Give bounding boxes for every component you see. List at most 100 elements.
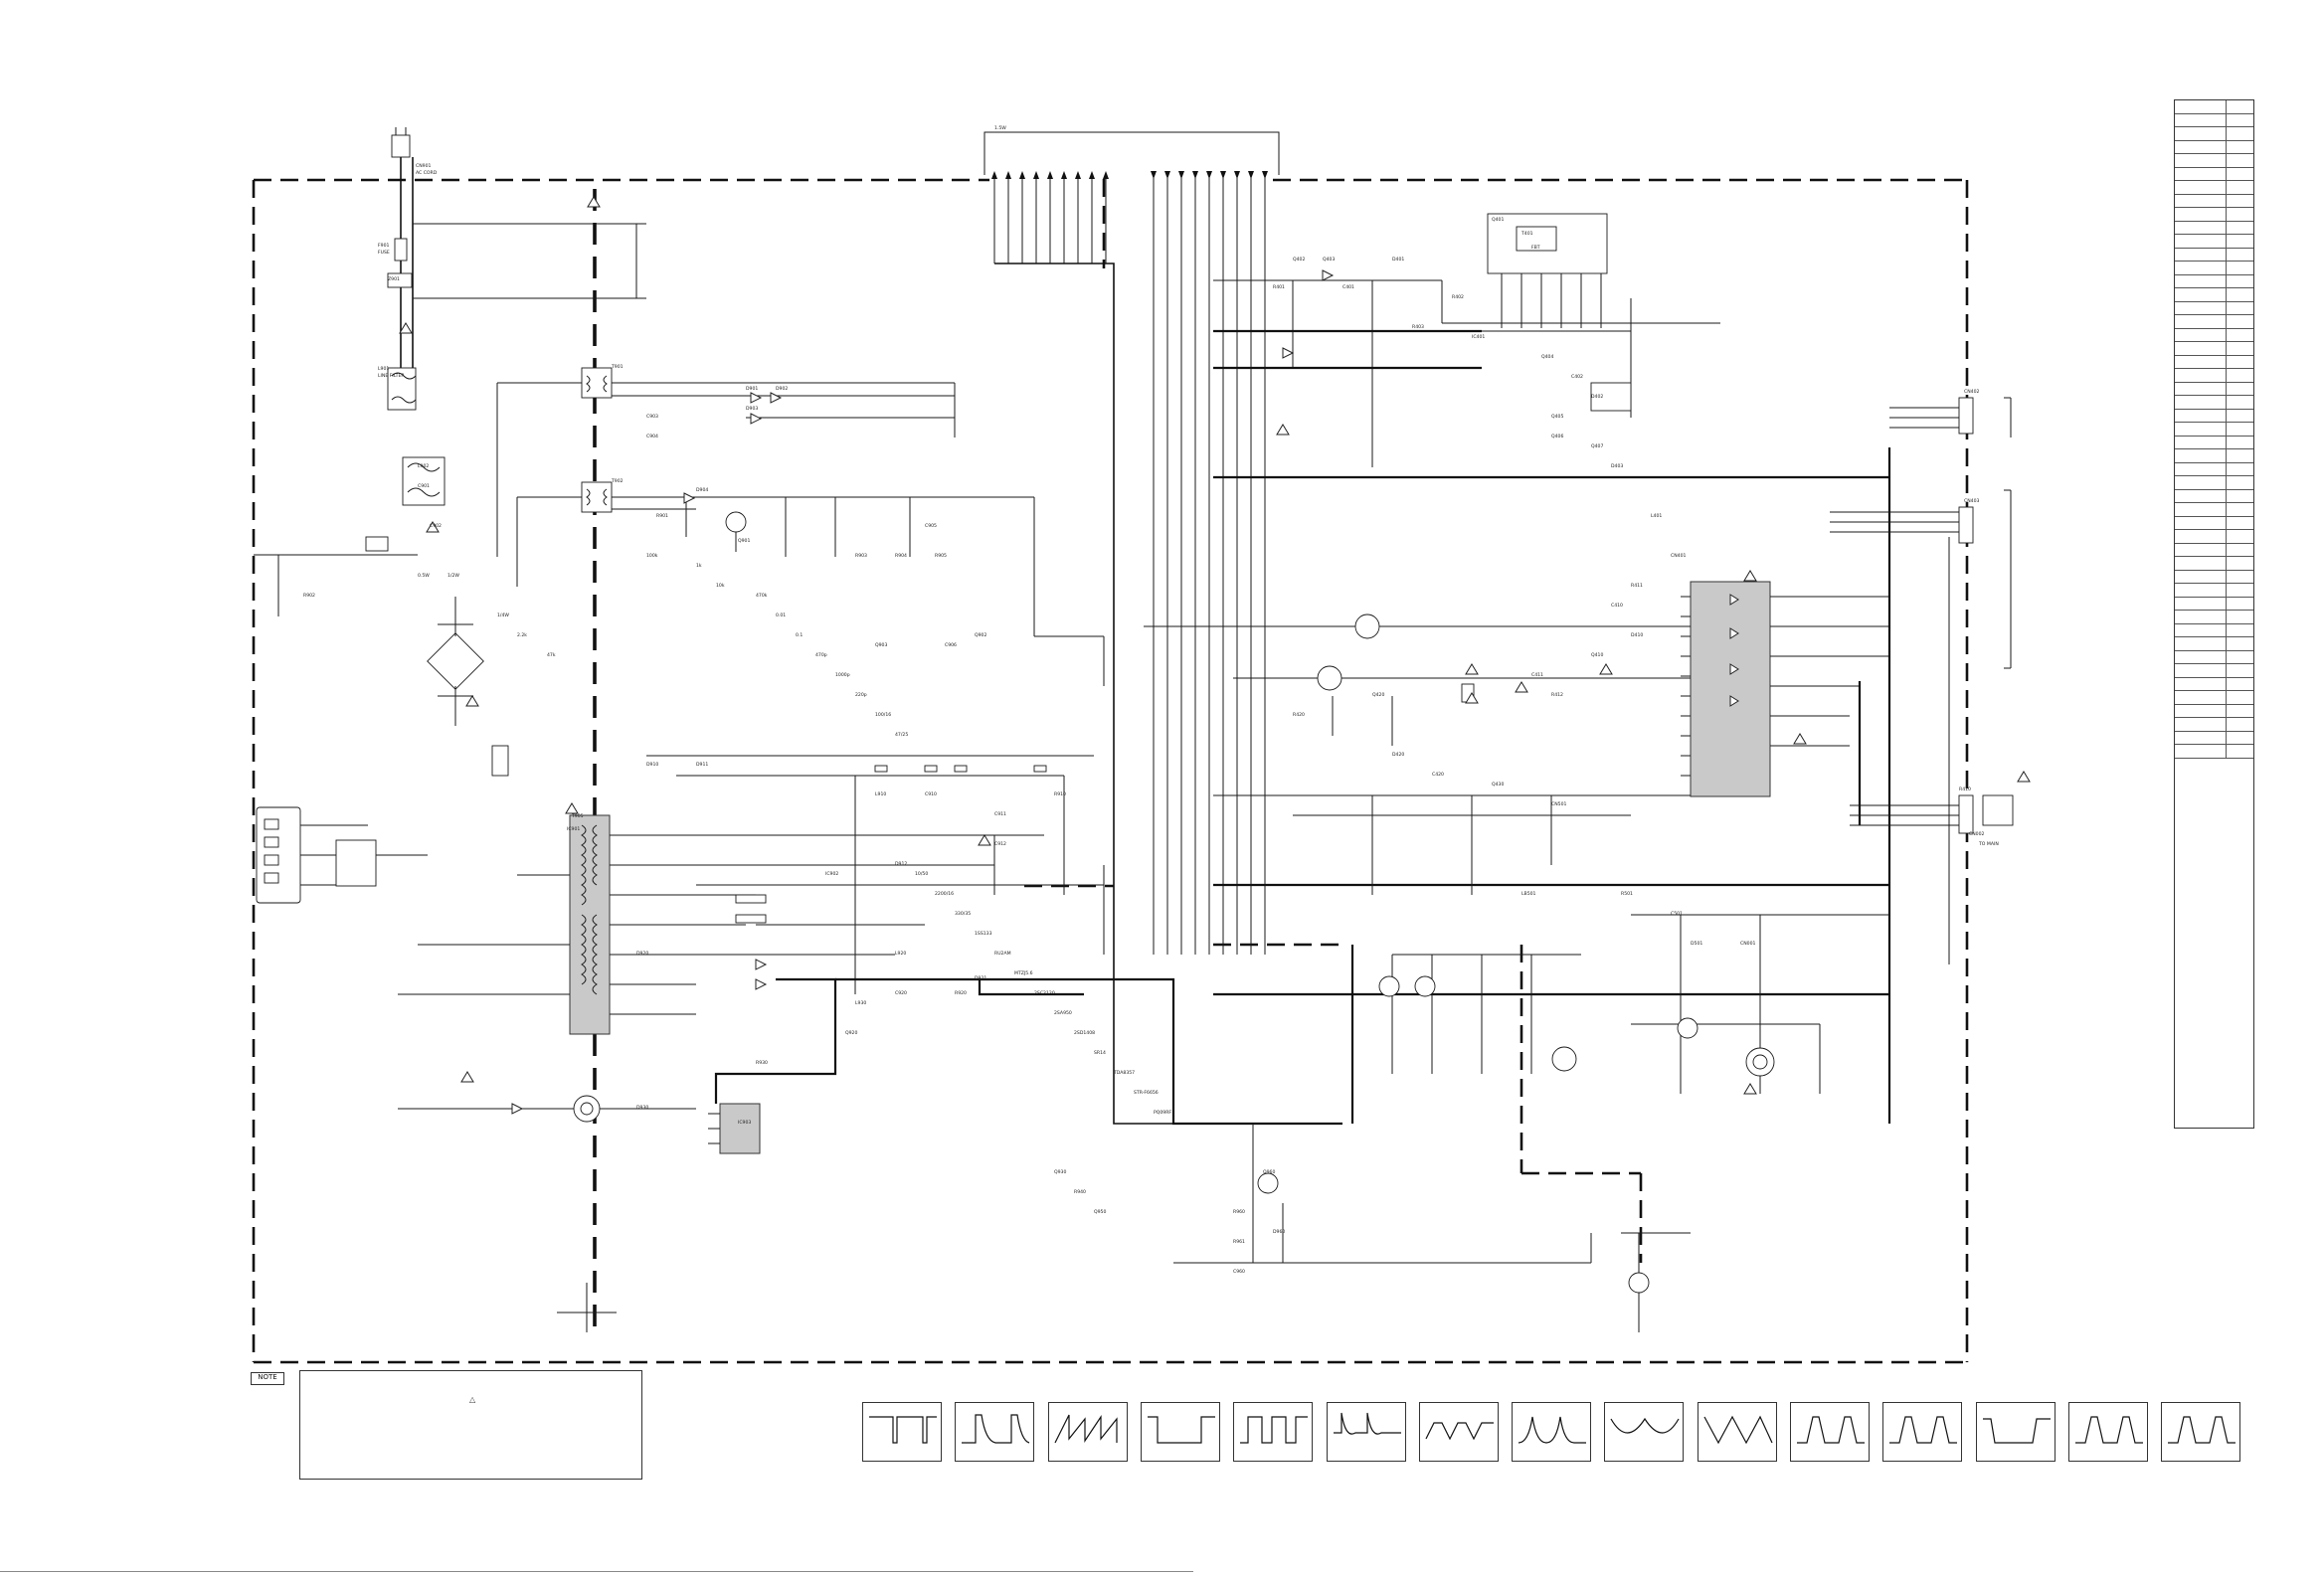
component-label: D911 — [696, 762, 708, 768]
waveform-panel — [862, 1402, 942, 1462]
table-row — [2175, 355, 2253, 369]
component-label: Q410 — [1591, 652, 1603, 658]
table-cell — [2175, 262, 2227, 274]
component-label: STR-F6656 — [1134, 1090, 1159, 1096]
table-row — [2175, 570, 2253, 584]
waveform-trace — [869, 1416, 937, 1444]
table-cell — [2175, 288, 2227, 301]
table-cell — [2175, 462, 2227, 475]
component-label: C501 — [1671, 911, 1683, 917]
right-connectors — [1830, 397, 2014, 964]
table-cell — [2175, 650, 2227, 663]
table-row — [2175, 543, 2253, 557]
table-cell — [2175, 637, 2227, 650]
table-row — [2175, 449, 2253, 463]
table-cell — [2175, 436, 2227, 448]
table-row — [2175, 154, 2253, 168]
component-label: R403 — [1412, 324, 1424, 330]
component-label: R412 — [1551, 692, 1563, 698]
component-label: D410 — [1631, 632, 1643, 638]
table-row — [2175, 113, 2253, 127]
waveform-trace — [1519, 1416, 1587, 1444]
component-label: F901 — [378, 243, 389, 249]
component-label: C910 — [925, 791, 937, 797]
component-label: L930 — [855, 1000, 866, 1006]
component-label: L401 — [1651, 513, 1662, 519]
component-label: R920 — [955, 990, 967, 996]
waveform-trace — [1147, 1416, 1215, 1444]
component-label: 47k — [547, 652, 556, 658]
component-label: Q901 — [738, 538, 750, 544]
component-label: TDA8357 — [1113, 1070, 1135, 1076]
sub-transformers — [496, 367, 1034, 587]
table-row — [2175, 745, 2253, 759]
note-box: △ — [299, 1370, 642, 1480]
component-label: C420 — [1432, 772, 1444, 778]
table-cell — [2175, 355, 2227, 368]
table-row — [2175, 262, 2253, 275]
warning-icon: △ — [469, 1395, 476, 1404]
component-label: 100/16 — [875, 712, 891, 718]
ic-regulator — [398, 1095, 761, 1332]
table-cell — [2175, 489, 2227, 502]
component-label: C904 — [646, 434, 658, 439]
component-label: Z901 — [388, 276, 400, 282]
table-cell — [2175, 731, 2227, 744]
table-cell — [2175, 543, 2227, 556]
component-label: R901 — [656, 513, 668, 519]
table-row — [2175, 557, 2253, 571]
component-label: D420 — [1392, 752, 1404, 758]
component-label: CN402 — [1964, 389, 1979, 395]
component-label: CN403 — [1964, 498, 1979, 504]
component-label: 2SC2120 — [1034, 990, 1055, 996]
table-row — [2175, 623, 2253, 637]
waveform-line — [962, 1414, 1030, 1444]
component-label: R910 — [1054, 791, 1066, 797]
component-label: 330/35 — [955, 911, 971, 917]
component-label: D401 — [1392, 257, 1404, 263]
component-label: L920 — [895, 951, 906, 957]
component-label: 47/25 — [895, 732, 908, 738]
component-label: Q403 — [1323, 257, 1335, 263]
component-label: Q930 — [1054, 1169, 1066, 1175]
component-label: 0.5W — [418, 573, 430, 579]
table-cell — [2175, 127, 2227, 140]
component-label: CN901 — [416, 163, 431, 169]
waveform-panel — [1882, 1402, 1963, 1462]
waveform-line — [1982, 1418, 2051, 1444]
table-row — [2175, 208, 2253, 222]
output-bus — [714, 977, 1342, 1126]
waveform-panel — [1975, 1402, 2056, 1462]
waveform-panel — [2067, 1402, 2148, 1462]
component-label: R960 — [1233, 1209, 1245, 1215]
waveform-line — [1054, 1414, 1118, 1444]
component-label: Q404 — [1541, 354, 1553, 360]
component-label: D921 — [975, 975, 986, 981]
table-cell — [2175, 100, 2227, 113]
table-cell — [2175, 476, 2227, 489]
waveform-trace — [1703, 1415, 1773, 1445]
control-section — [1213, 213, 1889, 479]
component-label: R903 — [855, 553, 867, 559]
table-row — [2175, 396, 2253, 410]
component-label: Q405 — [1551, 414, 1563, 420]
waveform-trace — [1054, 1414, 1118, 1444]
component-label: MTZJ5.6 — [1014, 970, 1033, 976]
component-label: C902 — [430, 523, 442, 529]
component-label: D403 — [1611, 463, 1623, 469]
component-label: C410 — [1611, 603, 1623, 609]
table-row — [2175, 718, 2253, 732]
component-label: 2.2k — [517, 632, 527, 638]
component-label: T901 — [611, 364, 624, 370]
component-label: D910 — [646, 762, 658, 768]
component-label: D901 — [746, 386, 758, 392]
table-row — [2175, 382, 2253, 396]
component-label: R904 — [895, 553, 907, 559]
waveform-panel — [1233, 1402, 1314, 1462]
component-label: L902 — [418, 463, 429, 469]
component-label: 470p — [815, 652, 827, 658]
component-label: CN401 — [1671, 553, 1686, 559]
table-cell — [2175, 557, 2227, 570]
component-label: C920 — [895, 990, 907, 996]
